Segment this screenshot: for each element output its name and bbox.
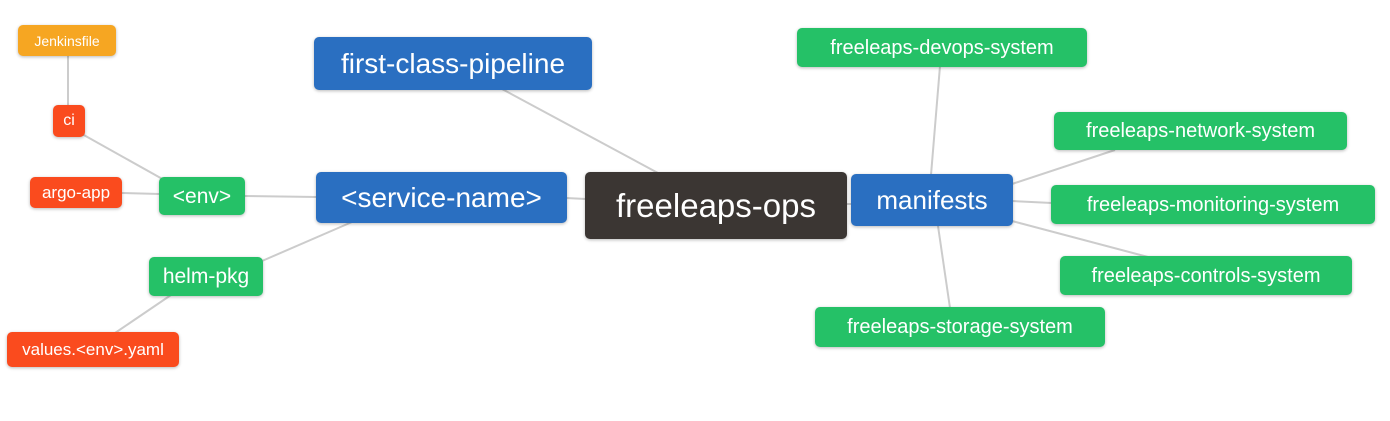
- node-freeleaps-devops-system[interactable]: freeleaps-devops-system: [797, 28, 1087, 67]
- edge-ci-env: [81, 133, 167, 182]
- edge-manifests-monitoring: [1011, 200, 1053, 204]
- node-helm-pkg[interactable]: helm-pkg: [149, 257, 263, 296]
- node-freeleaps-storage-system[interactable]: freeleaps-storage-system: [815, 307, 1105, 347]
- edge-pipeline-ops: [501, 88, 659, 174]
- node-service-name[interactable]: <service-name>: [316, 172, 567, 223]
- node-jenkinsfile[interactable]: Jenkinsfile: [18, 25, 116, 56]
- edge-service-name-helm-pkg: [261, 221, 353, 262]
- edge-manifests-controls: [1011, 220, 1149, 258]
- node-manifests[interactable]: manifests: [851, 174, 1013, 226]
- edge-service-name-ops: [565, 197, 587, 200]
- node-freeleaps-network-system[interactable]: freeleaps-network-system: [1054, 112, 1347, 150]
- node-values-env-yaml[interactable]: values.<env>.yaml: [7, 332, 179, 367]
- edge-argo-app-env: [120, 192, 161, 195]
- edge-manifests-devops: [930, 65, 941, 176]
- edge-values-helm-pkg: [114, 294, 172, 334]
- edge-manifests-network: [1011, 149, 1116, 185]
- node-freeleaps-ops[interactable]: freeleaps-ops: [585, 172, 847, 239]
- edge-manifests-storage: [937, 225, 951, 309]
- node-ci[interactable]: ci: [53, 105, 85, 137]
- node-freeleaps-monitoring-system[interactable]: freeleaps-monitoring-system: [1051, 185, 1375, 224]
- edge-env-service-name: [243, 195, 318, 198]
- node-first-class-pipeline[interactable]: first-class-pipeline: [314, 37, 592, 90]
- node-argo-app[interactable]: argo-app: [30, 177, 122, 208]
- node-freeleaps-controls-system[interactable]: freeleaps-controls-system: [1060, 256, 1352, 295]
- node-env[interactable]: <env>: [159, 177, 245, 215]
